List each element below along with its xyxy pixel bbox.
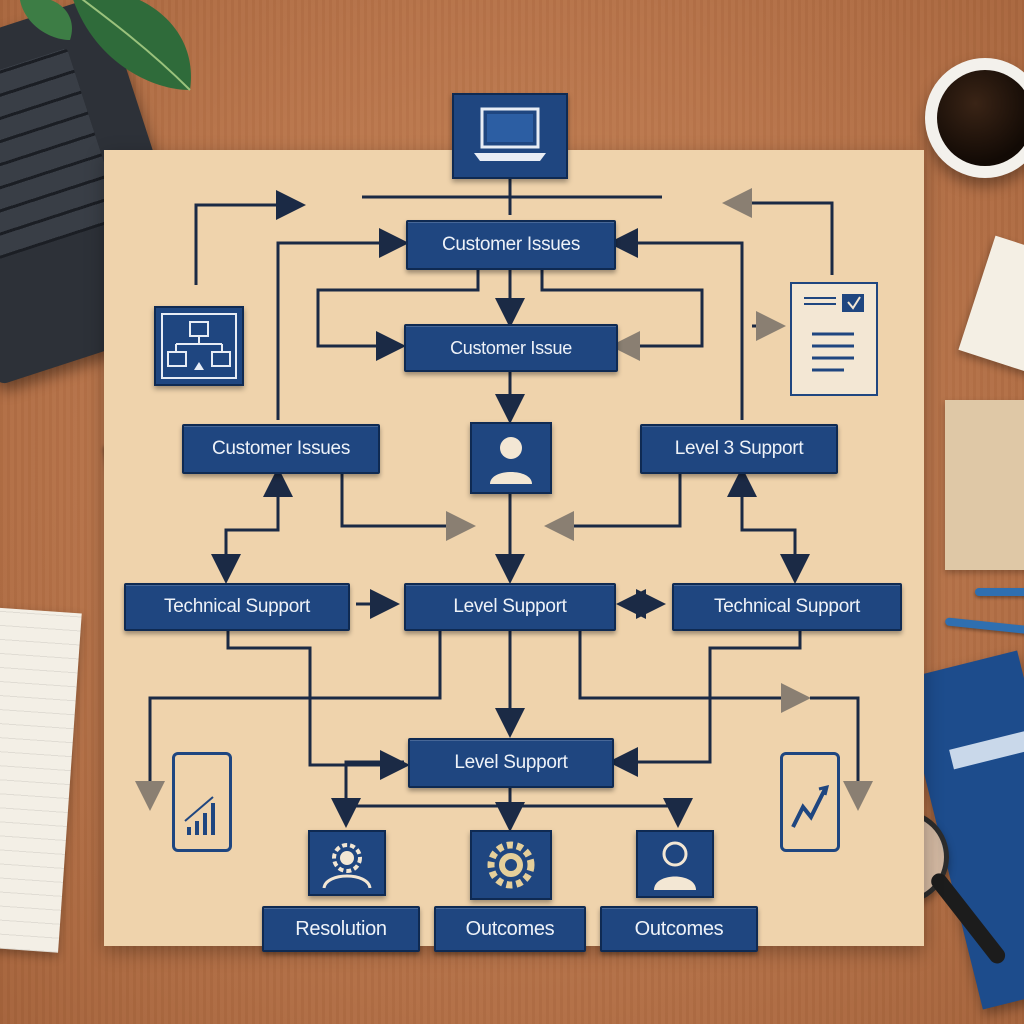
network-diagram-icon [154, 306, 244, 386]
person-icon [636, 830, 714, 898]
user-icon [470, 422, 552, 494]
node-outcomes-right: Outcomes [600, 906, 758, 952]
node-outcomes-center: Outcomes [434, 906, 586, 952]
node-level3-support: Level 3 Support [640, 424, 838, 474]
node-level-support-lower: Level Support [408, 738, 614, 788]
laptop-icon [452, 93, 568, 179]
phone-trend-icon [780, 752, 840, 852]
node-level-support-center: Level Support [404, 583, 616, 631]
node-technical-support-left: Technical Support [124, 583, 350, 631]
gear-head-icon [308, 830, 386, 896]
node-customer-issue-middle: Customer Issue [404, 324, 618, 372]
node-customer-issues-top: Customer Issues [406, 220, 616, 270]
node-technical-support-right: Technical Support [672, 583, 902, 631]
document-list-icon [790, 282, 878, 396]
node-resolution: Resolution [262, 906, 420, 952]
node-customer-issues-left: Customer Issues [182, 424, 380, 474]
gear-icon [470, 830, 552, 900]
phone-bar-chart-icon [172, 752, 232, 852]
